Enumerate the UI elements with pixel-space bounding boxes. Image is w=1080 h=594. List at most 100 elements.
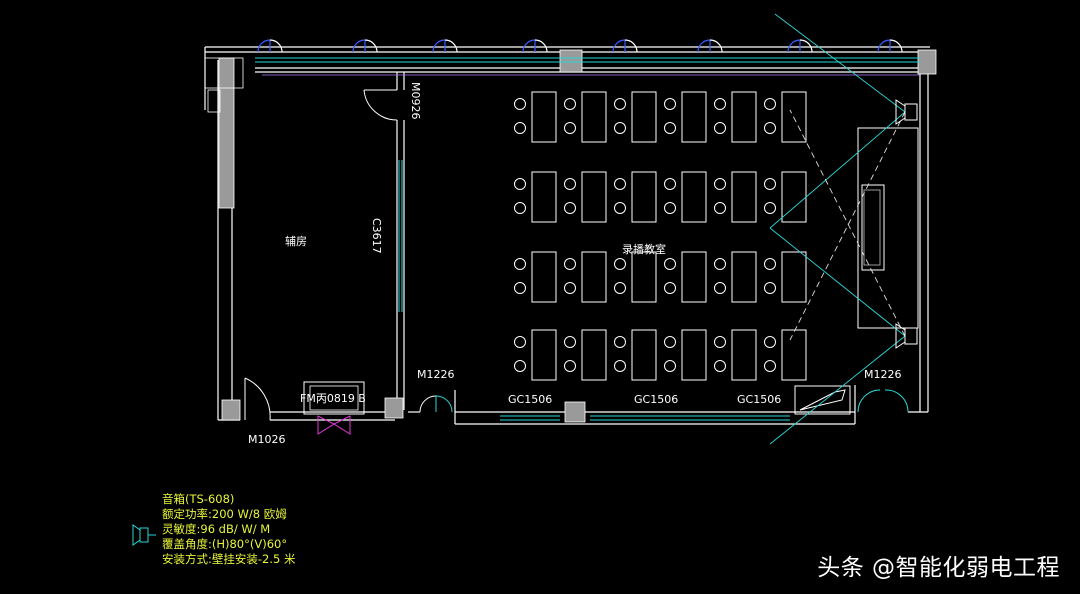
chair — [764, 282, 776, 294]
chair — [564, 282, 576, 294]
desk-set — [714, 251, 757, 303]
desk-set — [664, 91, 707, 143]
chair — [764, 122, 776, 134]
desk-set — [564, 251, 607, 303]
chair — [514, 336, 526, 348]
door-label-m1226-left: M1226 — [417, 368, 455, 381]
chair — [514, 258, 526, 270]
legend-line: 安装方式:壁挂安装-2.5 米 — [162, 552, 296, 566]
walls — [204, 46, 930, 425]
desk-set — [664, 171, 707, 223]
top-windows — [255, 57, 920, 76]
chair — [514, 178, 526, 190]
fire-door — [303, 381, 365, 435]
desk-set — [514, 329, 557, 381]
window-label-c3617: C3617 — [370, 218, 383, 254]
chair — [664, 122, 676, 134]
desk-set — [614, 91, 657, 143]
casement-window — [787, 39, 813, 53]
doors — [244, 89, 909, 421]
speaker-legend: 音箱(TS-608) 额定功率:200 W/8 欧姆 灵敏度:96 dB/ W/… — [162, 492, 295, 567]
desk-set — [564, 329, 607, 381]
desk-set — [514, 251, 557, 303]
chair — [614, 202, 626, 214]
chair — [514, 202, 526, 214]
room-label-classroom: 录播教室 — [622, 242, 666, 256]
door-label-m0926: M0926 — [409, 82, 422, 120]
legend-speaker-icon — [132, 524, 156, 546]
casement-window — [522, 39, 548, 53]
chair — [714, 258, 726, 270]
legend-line: 额定功率:200 W/8 欧姆 — [162, 507, 287, 521]
chair — [714, 360, 726, 372]
legend-title: 音箱(TS-608) — [162, 492, 235, 506]
desk-set — [714, 329, 757, 381]
chair — [664, 360, 676, 372]
desk-set — [764, 329, 807, 381]
chair — [614, 282, 626, 294]
desk-set — [614, 251, 657, 303]
chair — [664, 178, 676, 190]
chair — [664, 98, 676, 110]
casement-window — [352, 39, 378, 53]
chair — [564, 360, 576, 372]
chair — [664, 202, 676, 214]
chair — [614, 98, 626, 110]
casement-window — [877, 39, 903, 53]
desks — [514, 91, 807, 381]
desk-set — [764, 251, 807, 303]
chair — [514, 122, 526, 134]
chair — [564, 258, 576, 270]
legend-line: 覆盖角度:(H)80°(V)60° — [162, 537, 288, 551]
chair — [764, 336, 776, 348]
desk-set — [764, 91, 807, 143]
window-label-gc3: GC1506 — [737, 393, 781, 406]
chair — [514, 360, 526, 372]
chair — [614, 178, 626, 190]
chair — [564, 122, 576, 134]
chair — [714, 122, 726, 134]
window-label-gc1: GC1506 — [508, 393, 552, 406]
chair — [664, 258, 676, 270]
desk-set — [664, 329, 707, 381]
chair — [564, 336, 576, 348]
legend-line: 灵敏度:96 dB/ W/ M — [162, 522, 271, 536]
speaker-coverage — [769, 13, 906, 445]
chair — [614, 360, 626, 372]
room-label-aux: 辅房 — [285, 234, 307, 248]
chair — [514, 282, 526, 294]
chair — [764, 98, 776, 110]
bottom-windows — [500, 415, 790, 421]
desk-set — [614, 329, 657, 381]
door-label-fm: FM丙0819 B — [300, 392, 366, 405]
window-label-gc2: GC1506 — [634, 393, 678, 406]
chair — [764, 360, 776, 372]
casement-window — [257, 39, 283, 53]
chair — [514, 98, 526, 110]
chair — [664, 336, 676, 348]
chair — [614, 258, 626, 270]
casement-window — [697, 39, 723, 53]
chair — [614, 122, 626, 134]
desk-set — [564, 91, 607, 143]
top-casements — [257, 39, 903, 53]
door-label-m1026: M1026 — [248, 433, 286, 446]
chair — [614, 336, 626, 348]
watermark: 头条 @智能化弱电工程 — [817, 555, 1060, 581]
chair — [564, 202, 576, 214]
desk-set — [714, 171, 757, 223]
podium — [857, 127, 919, 329]
chair — [714, 336, 726, 348]
casement-window — [612, 39, 638, 53]
door-label-m1226-right: M1226 — [864, 368, 902, 381]
chair — [714, 178, 726, 190]
chair — [764, 178, 776, 190]
desk-set — [514, 171, 557, 223]
chair — [764, 202, 776, 214]
desk-set — [614, 171, 657, 223]
columns — [204, 49, 937, 423]
chair — [564, 98, 576, 110]
cabinet — [794, 385, 851, 415]
partition-window — [398, 160, 403, 312]
